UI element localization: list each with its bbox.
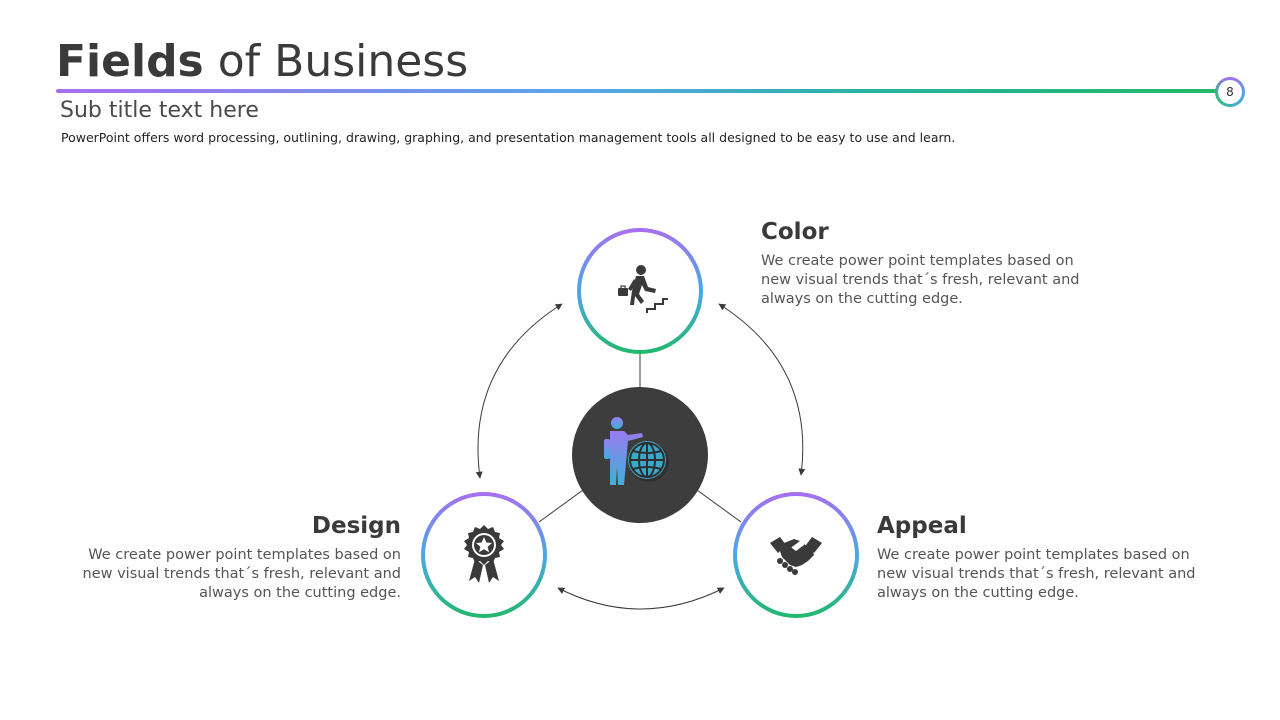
node-design-title: Design bbox=[311, 513, 401, 539]
page-title-bold: Fields bbox=[56, 36, 204, 87]
node-color-ring bbox=[577, 228, 703, 354]
node-appeal-ring bbox=[733, 492, 859, 618]
node-color-description: We create power point templates based on… bbox=[761, 253, 1080, 307]
subtitle: Sub title text here bbox=[60, 98, 259, 123]
node-design-description: We create power point templates based on… bbox=[82, 547, 402, 601]
center-hub bbox=[572, 387, 708, 523]
arrow-bottom bbox=[557, 587, 725, 610]
handshake-icon bbox=[770, 537, 822, 575]
node-appeal-description: We create power point templates based on… bbox=[877, 547, 1196, 601]
page-title: Fields of Business bbox=[56, 36, 468, 88]
node-appeal-text: Appeal We create power point templates b… bbox=[877, 512, 1197, 603]
connector-left bbox=[538, 489, 584, 523]
node-design-ring bbox=[421, 492, 547, 618]
arrow-top-right bbox=[718, 303, 806, 476]
page-title-rest: of Business bbox=[203, 36, 469, 87]
presenter-globe-icon bbox=[604, 417, 669, 485]
award-badge-icon bbox=[464, 525, 504, 583]
title-underline bbox=[56, 89, 1226, 93]
node-color-text: Color We create power point templates ba… bbox=[761, 218, 1081, 309]
node-appeal-title: Appeal bbox=[877, 513, 967, 539]
page-number: 8 bbox=[1218, 80, 1242, 104]
page-number-badge: 8 bbox=[1215, 77, 1245, 107]
node-design-text: Design We create power point templates b… bbox=[81, 512, 402, 603]
node-color-title: Color bbox=[761, 219, 829, 245]
businessman-climbing-stairs-icon bbox=[618, 265, 668, 313]
arrow-top-left bbox=[475, 303, 563, 479]
description: PowerPoint offers word processing, outli… bbox=[61, 130, 956, 145]
connector-right bbox=[696, 489, 742, 523]
